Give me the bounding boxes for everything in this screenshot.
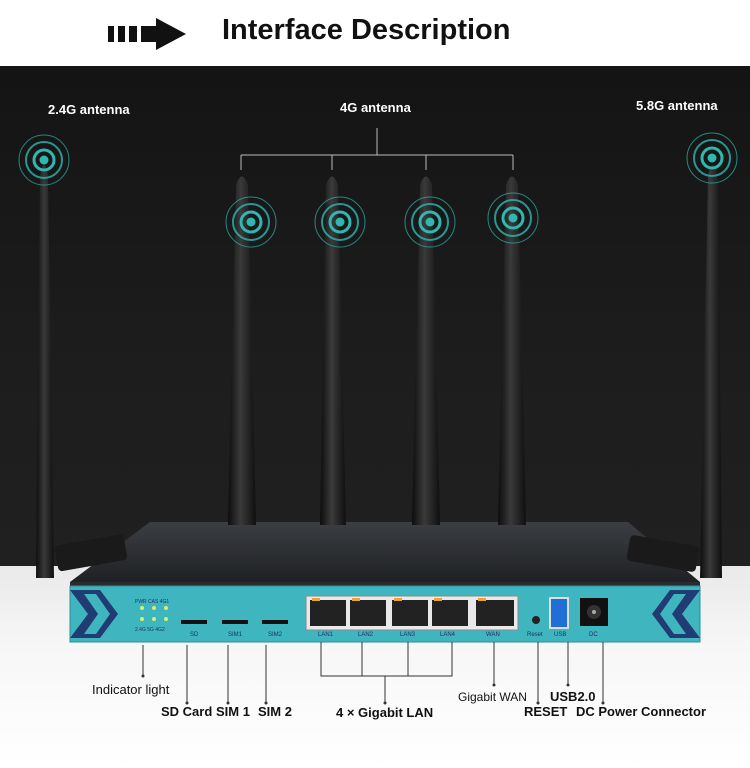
callout-sd-card: SD Card bbox=[161, 704, 213, 719]
lan2-panel-label: LAN2 bbox=[358, 632, 374, 638]
signal-icon bbox=[18, 134, 70, 186]
led-labels-top: PWR CAS 4G1 bbox=[135, 599, 170, 605]
lan3-panel-label: LAN3 bbox=[400, 632, 416, 638]
signal-icon bbox=[404, 196, 456, 248]
callout-sim2: SIM 2 bbox=[258, 704, 292, 719]
indicator-leds bbox=[140, 606, 168, 621]
dc-panel-label: DC bbox=[589, 632, 598, 638]
sim1-panel-label: SIM1 bbox=[228, 632, 243, 638]
callout-indicator-light: Indicator light bbox=[92, 682, 170, 697]
callout-reset: RESET bbox=[524, 704, 568, 719]
antenna-label-4g: 4G antenna bbox=[340, 100, 411, 115]
lan4-panel-label: LAN4 bbox=[440, 632, 456, 638]
wan-panel-label: WAN bbox=[486, 632, 500, 638]
sd-slot bbox=[181, 620, 207, 624]
header-bar: Interface Description bbox=[0, 0, 750, 66]
sim1-slot bbox=[222, 620, 248, 624]
antenna-5-8g bbox=[626, 165, 722, 578]
callout-lan: 4 × Gigabit LAN bbox=[336, 705, 434, 720]
antenna-bracket bbox=[240, 128, 514, 170]
led-labels-bottom: 2.4G 5G 4G2 bbox=[135, 627, 165, 633]
signal-icon bbox=[686, 132, 738, 184]
antennas-4g bbox=[228, 176, 526, 525]
callout-wan: Gigabit WAN bbox=[458, 690, 527, 704]
sim2-panel-label: SIM2 bbox=[268, 632, 283, 638]
lan1-panel-label: LAN1 bbox=[318, 632, 334, 638]
callout-usb: USB2.0 bbox=[550, 689, 596, 704]
usb-panel-label: USB bbox=[554, 632, 567, 638]
router-body bbox=[70, 522, 700, 588]
antenna-2-4g bbox=[36, 165, 128, 578]
callout-dots bbox=[141, 674, 605, 705]
signal-icon bbox=[314, 196, 366, 248]
arrow-right-icon bbox=[108, 18, 186, 50]
antenna-label-5-8g: 5.8G antenna bbox=[636, 98, 718, 113]
product-photo-background bbox=[0, 66, 750, 566]
signal-icon bbox=[487, 192, 539, 244]
signal-icon bbox=[225, 196, 277, 248]
usb-port bbox=[549, 597, 569, 629]
callout-dc: DC Power Connector bbox=[576, 704, 707, 719]
page-title: Interface Description bbox=[222, 14, 511, 46]
ethernet-ports bbox=[305, 595, 519, 631]
reset-panel-label: Reset bbox=[527, 632, 543, 638]
signal-icons bbox=[18, 132, 738, 248]
callout-sim1: SIM 1 bbox=[216, 704, 250, 719]
sim2-slot bbox=[262, 620, 288, 624]
callout-lines bbox=[142, 642, 604, 703]
antenna-label-2-4g: 2.4G antenna bbox=[48, 102, 130, 117]
sd-panel-label: SD bbox=[190, 632, 199, 638]
reset-button bbox=[532, 616, 540, 624]
front-panel bbox=[69, 585, 701, 643]
